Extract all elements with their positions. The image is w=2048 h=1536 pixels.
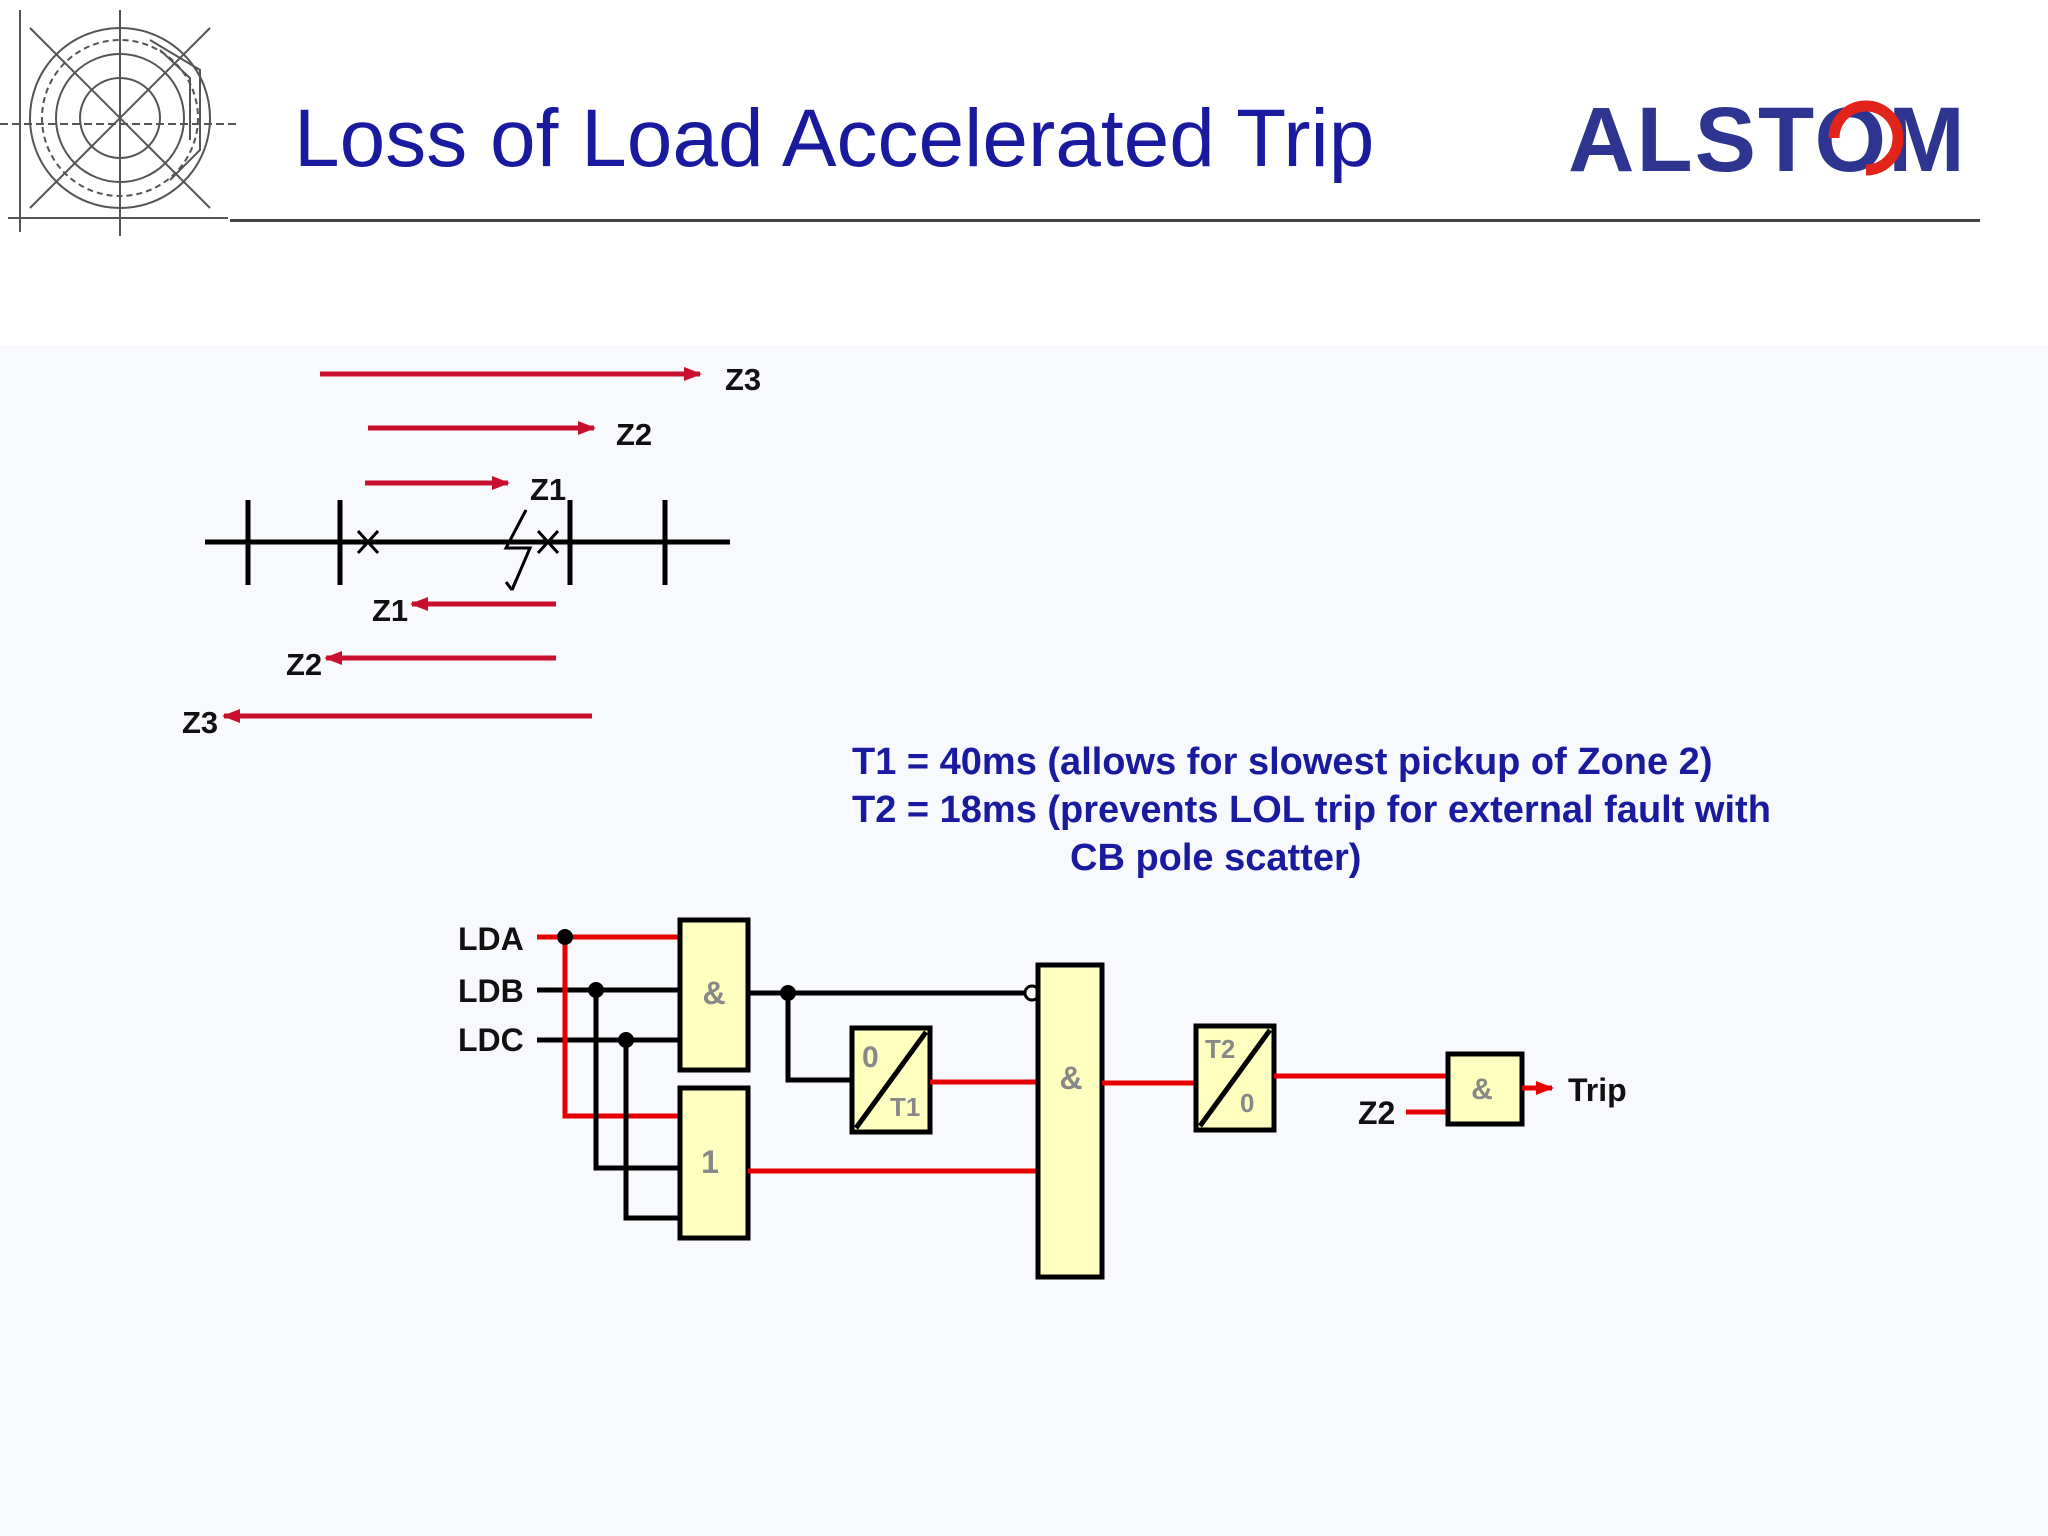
- title-rule: [230, 219, 1980, 222]
- timer-t1-top-label: 0: [862, 1041, 879, 1074]
- timer-t2-bottom-label: 0: [1240, 1088, 1254, 1118]
- timer-t1-bottom-label: T1: [890, 1092, 920, 1122]
- logo-ring-icon: [1828, 100, 1904, 176]
- and-gate-2: [1035, 962, 1105, 1280]
- timer-notes: T1 = 40ms (allows for slowest pickup of …: [852, 738, 1771, 882]
- zone2-forward-label: Z2: [616, 417, 652, 452]
- logic-diagram: LDA LDB LDC & 1: [458, 917, 1627, 1280]
- junction-dot: [618, 1032, 634, 1048]
- fault-lightning-icon: [503, 509, 533, 591]
- note-t2-continued: CB pole scatter): [1070, 837, 1362, 879]
- input-lda-label: LDA: [458, 921, 524, 957]
- ldb-branch: [593, 990, 680, 1171]
- and-gate-1: [677, 917, 751, 1073]
- zone3-reverse-label: Z3: [182, 705, 218, 740]
- zone2-reverse-label: Z2: [286, 647, 322, 682]
- timer-t1-input-wire: [785, 993, 852, 1083]
- zone1-reverse-label: Z1: [372, 593, 408, 628]
- or-gate: [677, 1085, 751, 1241]
- breaker-1-icon: [356, 529, 380, 555]
- z2-input-label: Z2: [1358, 1095, 1395, 1131]
- note-t1: T1 = 40ms (allows for slowest pickup of …: [852, 741, 1713, 783]
- timer-t2-top-label: T2: [1205, 1034, 1235, 1064]
- zone3-forward-label: Z3: [725, 362, 761, 397]
- slide-title: Loss of Load Accelerated Trip: [294, 93, 1375, 184]
- input-ldb-label: LDB: [458, 973, 524, 1009]
- ldc-branch: [623, 1040, 680, 1221]
- and-gate-3-symbol: &: [1471, 1073, 1493, 1106]
- and-gate-1-symbol: &: [702, 975, 725, 1011]
- lda-branch: [562, 937, 680, 1119]
- breaker-2-icon: [536, 529, 560, 555]
- junction-dot: [588, 982, 604, 998]
- drafting-compass-logo: [0, 10, 236, 236]
- input-ldc-label: LDC: [458, 1022, 524, 1058]
- zone1-forward-label: Z1: [530, 472, 566, 507]
- and-gate-3: [1445, 1051, 1525, 1127]
- junction-dot: [557, 929, 573, 945]
- zone-reach-diagram: Z3 Z2 Z1 Z1: [182, 362, 761, 740]
- note-t2: T2 = 18ms (prevents LOL trip for externa…: [852, 789, 1771, 831]
- timer-t2-diagonal: [1197, 1028, 1273, 1128]
- and-gate-2-symbol: &: [1059, 1060, 1082, 1096]
- or-gate-symbol: 1: [701, 1144, 719, 1180]
- trip-output-label: Trip: [1568, 1072, 1627, 1108]
- timer-t1-diagonal: [853, 1030, 929, 1130]
